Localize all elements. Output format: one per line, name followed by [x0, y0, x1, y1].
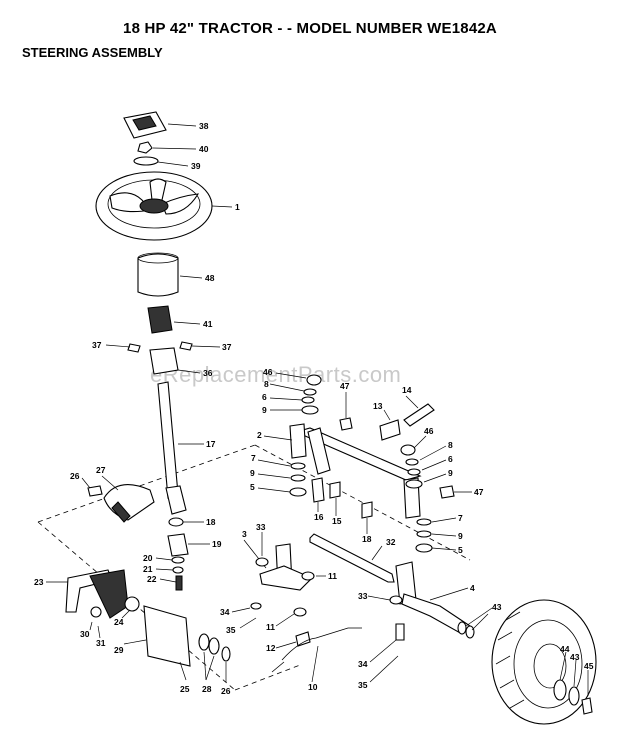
callout-8-left: 8	[264, 379, 269, 389]
callout-1: 1	[235, 202, 240, 212]
callout-23: 23	[34, 577, 44, 587]
callout-46-right: 46	[424, 426, 434, 436]
callout-29: 29	[114, 645, 124, 655]
steering-cap-part	[123, 111, 197, 139]
callout-20: 20	[143, 553, 153, 563]
callout-37-right: 37	[222, 342, 232, 352]
callout-27: 27	[96, 465, 106, 475]
drag-link-part	[271, 627, 362, 683]
callout-19: 19	[212, 539, 222, 549]
callout-40: 40	[199, 144, 209, 154]
callout-8-right: 8	[448, 440, 453, 450]
callout-labels: 38 40 39 1 48 41 37 37 36 17 27 26 18 19…	[34, 121, 594, 696]
callout-30: 30	[80, 629, 90, 639]
callout-18-left: 18	[206, 517, 216, 527]
watermark: eReplacementParts.com	[150, 362, 402, 387]
section-title: STEERING ASSEMBLY	[22, 45, 163, 60]
callout-38: 38	[199, 121, 209, 131]
callout-11-top: 11	[328, 571, 337, 581]
callout-32: 32	[386, 537, 396, 547]
callout-25: 25	[180, 684, 190, 694]
bushing-part	[147, 305, 201, 334]
callout-9-right-top: 9	[448, 468, 453, 478]
callout-9-left-bottom: 9	[250, 468, 255, 478]
callout-33-left: 33	[256, 522, 266, 532]
callout-6-right: 6	[448, 454, 453, 464]
callout-5-right: 5	[458, 545, 463, 555]
callout-9-right-bottom: 9	[458, 531, 463, 541]
washer-part	[133, 156, 189, 167]
callout-48: 48	[205, 273, 215, 283]
axle-spacers	[311, 477, 373, 534]
steering-arm-part	[46, 569, 191, 681]
axle-pivot-hardware	[339, 392, 435, 441]
left-spindle-hardware	[269, 372, 322, 415]
callout-31: 31	[96, 638, 106, 648]
callout-13: 13	[373, 401, 383, 411]
callout-37-left: 37	[92, 340, 102, 350]
front-axle-part	[263, 423, 422, 519]
callout-7-right: 7	[458, 513, 463, 523]
left-lower-washers	[257, 459, 307, 497]
left-spindle-part	[231, 532, 326, 649]
callout-18-right: 18	[362, 534, 372, 544]
callout-47-bottom: 47	[474, 487, 484, 497]
callout-21: 21	[143, 564, 153, 574]
callout-34-left: 34	[220, 607, 230, 617]
sector-gear-part	[81, 475, 155, 523]
callout-2: 2	[257, 430, 262, 440]
callout-3: 3	[242, 529, 247, 539]
callout-34-right: 34	[358, 659, 368, 669]
front-wheel-part	[457, 599, 597, 725]
callout-36: 36	[203, 368, 213, 378]
callout-14: 14	[402, 385, 412, 395]
callout-44: 44	[560, 644, 570, 654]
washer-set-part	[198, 633, 231, 682]
steering-boot-part	[137, 252, 203, 297]
callout-43-bottom: 43	[570, 652, 580, 662]
callout-35-right: 35	[358, 680, 368, 690]
callout-43-top: 43	[492, 602, 502, 612]
callout-7-left: 7	[251, 453, 256, 463]
steering-adapter-part	[105, 341, 221, 375]
callout-6-left: 6	[262, 392, 267, 402]
steering-shaft-part	[157, 381, 204, 515]
page-title: 18 HP 42" TRACTOR - - MODEL NUMBER WE184…	[123, 20, 497, 37]
callout-41: 41	[203, 319, 213, 329]
callout-17: 17	[206, 439, 216, 449]
callout-39: 39	[191, 161, 201, 171]
callout-47-top: 47	[340, 381, 350, 391]
callout-12: 12	[266, 643, 276, 653]
callout-15: 15	[332, 516, 342, 526]
right-spindle-hardware	[400, 435, 472, 499]
callout-9-left-top: 9	[262, 405, 267, 415]
callout-22: 22	[147, 574, 157, 584]
callout-45: 45	[584, 661, 594, 671]
callout-33-right: 33	[358, 591, 368, 601]
steering-wheel-part	[95, 171, 233, 241]
callout-46-left: 46	[263, 367, 273, 377]
callout-26-top: 26	[70, 471, 80, 481]
right-tie-rod-hardware	[367, 595, 405, 683]
callout-11-bottom: 11	[266, 622, 275, 632]
callout-26-bottom: 26	[221, 686, 231, 696]
right-spindle-part	[395, 517, 471, 635]
tie-rod-part	[309, 533, 395, 583]
callout-16: 16	[314, 512, 324, 522]
callout-4: 4	[470, 583, 475, 593]
callout-5-left: 5	[250, 482, 255, 492]
callout-35-left: 35	[226, 625, 236, 635]
callout-24: 24	[114, 617, 124, 627]
pinion-stack-part	[155, 517, 210, 591]
hex-nut-part	[137, 141, 197, 154]
callout-28: 28	[202, 684, 212, 694]
callout-10: 10	[308, 682, 318, 692]
